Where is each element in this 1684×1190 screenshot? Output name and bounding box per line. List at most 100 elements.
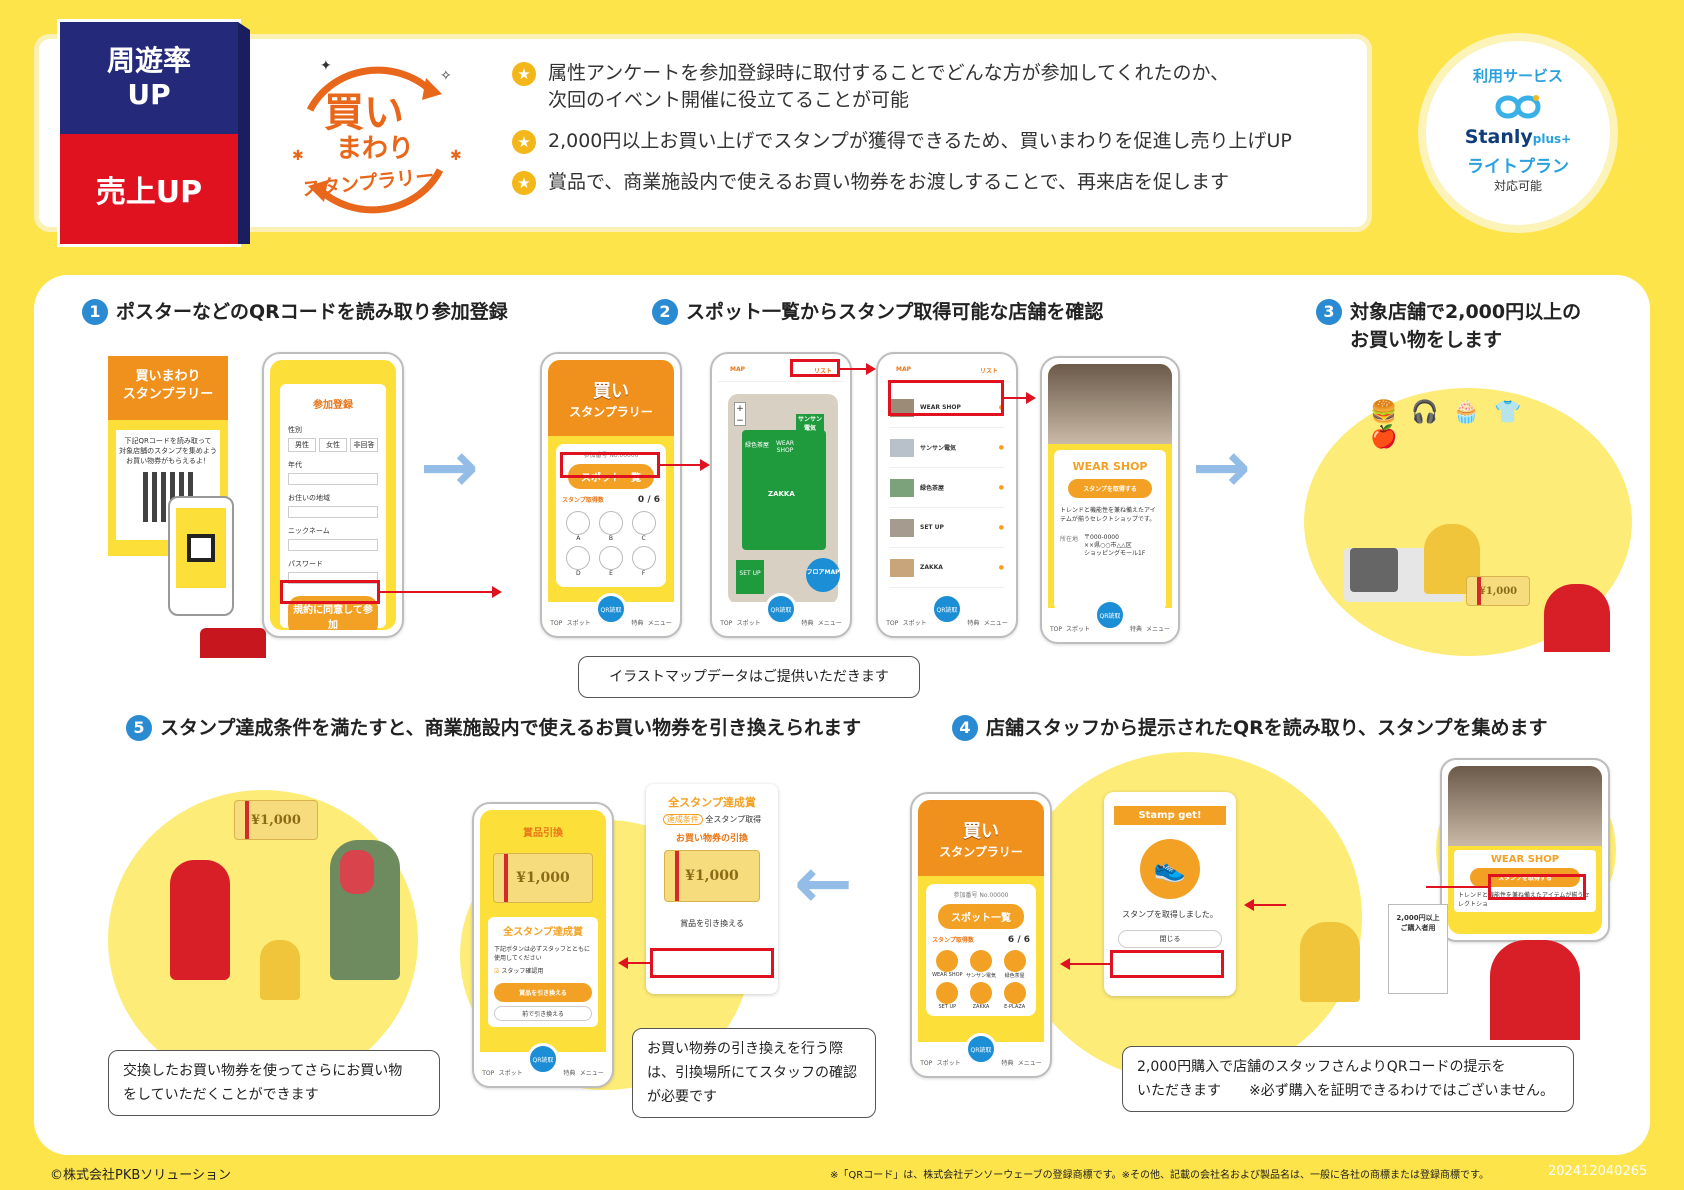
connector-arrow-icon (1060, 958, 1070, 970)
shop-detail-phone: WEAR SHOP スタンプを取得する トレンドと機能性を兼ね備えたアイテムが揃… (1040, 356, 1180, 644)
close-button[interactable]: 閉じる (1118, 930, 1222, 948)
star-icon: ★ (512, 62, 536, 86)
connector-arrow-icon (866, 363, 876, 375)
list-item[interactable]: サンサン電気● (890, 428, 1004, 468)
ticket-image: ¥1,000 (493, 853, 593, 903)
kpi-badge-top: 周遊率 UP (60, 22, 238, 134)
customer-figure (1490, 940, 1580, 1040)
stamp-slots: A B C D E F (562, 511, 660, 581)
staff-figure (1300, 922, 1360, 1002)
highlight-redeem (650, 948, 774, 978)
floor-map-button[interactable]: フロアMAP (806, 558, 840, 592)
tab-spot[interactable]: スポット (566, 620, 591, 627)
logo-line2: まわり (336, 134, 415, 164)
highlight-wear-shop (888, 380, 1004, 416)
illustration-map: +− サンサン電気 緑色茶屋 WEAR SHOP ZAKKA SET UP フロ… (728, 394, 840, 604)
ticket-image: ¥1,000 (664, 850, 760, 902)
child-figure (260, 940, 300, 1000)
connector-arrow-icon (700, 459, 710, 471)
customer-figure (1544, 584, 1610, 652)
gender-female-option[interactable]: 女性 (319, 438, 347, 452)
stamp-get-banner: Stamp get! (1114, 806, 1226, 825)
stamp-slot: サンサン電気 (966, 950, 997, 979)
tab-map[interactable]: MAP (730, 366, 746, 373)
svg-text:✦: ✦ (320, 58, 332, 74)
spot-list: WEAR SHOP● サンサン電気● 緑色茶屋● SET UP● ZAKKA● (884, 382, 1010, 594)
gender-none-option[interactable]: 非回答 (350, 438, 378, 452)
register-phone: 参加登録 性別 男性 女性 非回答 年代 お住いの地域 ニックネーム パスワード… (262, 352, 404, 638)
stamp-slot: ZAKKA (966, 982, 997, 1010)
connector-line (1004, 397, 1026, 399)
family-illustration (160, 820, 420, 1050)
trademark-note: ※「QRコード」は、株式会社デンソーウェーブの登録商標です。※その他、記載の会社… (830, 1170, 1489, 1181)
tab-qr-reader[interactable]: QR読取 (594, 593, 627, 625)
get-stamp-button[interactable]: スタンプを取得する (1470, 868, 1580, 887)
staff-check[interactable]: ☑ スタッフ確認用 (494, 968, 544, 975)
svg-text:✱: ✱ (292, 148, 304, 164)
list-item[interactable]: SET UP● (890, 508, 1004, 548)
doc-code: 202412040265 (1548, 1164, 1648, 1179)
back-button[interactable]: 前で引き換える (494, 1006, 592, 1021)
service-brand: Stanlyplus+ (1464, 126, 1572, 148)
map-phone: MAP リスト +− サンサン電気 緑色茶屋 WEAR SHOP ZAKKA S… (710, 352, 852, 638)
svg-text:✱: ✱ (450, 148, 462, 164)
connector-line (1254, 904, 1286, 906)
gender-male-option[interactable]: 男性 (288, 438, 316, 452)
connector-line (626, 962, 650, 964)
shop-card-phone: WEAR SHOP スタンプを取得する トレンドと機能性を兼ね備えたアイテムが揃… (1440, 758, 1610, 942)
area-select[interactable] (288, 506, 378, 518)
register-title: 参加登録 (313, 400, 353, 411)
tab-top[interactable]: TOP (550, 620, 563, 627)
poster-title: 買いまわり スタンプラリー (108, 356, 228, 420)
shop-photo (1048, 364, 1172, 444)
age-select[interactable] (288, 473, 378, 485)
highlight-list-tab (790, 359, 840, 377)
highlight-spot-list (560, 452, 660, 478)
highlight-close (1110, 950, 1224, 978)
list-item[interactable]: ZAKKA● (890, 548, 1004, 588)
stamp-slot: F (629, 546, 658, 577)
password-input[interactable] (288, 572, 378, 584)
redeem-prize-button[interactable]: 賞品を引き換える (680, 919, 744, 928)
logo-arrows-icon: ✦ ✧ ✱ ✱ (292, 58, 462, 214)
get-stamp-button[interactable]: スタンプを取得する (1068, 479, 1152, 498)
list-item[interactable]: 緑色茶屋● (890, 468, 1004, 508)
feature-bullet: ★賞品で、商業施設内で使えるお買い物券をお渡しすることで、再来店を促します (512, 169, 1372, 196)
stamp-slot: B (597, 511, 626, 542)
tab-tokuten[interactable]: 特典 (631, 620, 644, 627)
cash-bill: ¥1,000 (1466, 576, 1530, 606)
tab-list[interactable]: リスト (813, 368, 832, 375)
feature-bullet: ★2,000円以上お買い上げでスタンプが獲得できるため、買いまわりを促進し売り上… (512, 128, 1372, 155)
redeem-button[interactable]: 賞品を引き換える (494, 983, 592, 1002)
logo-line1: 買い (324, 90, 404, 136)
stamp-slot: C (629, 511, 658, 542)
feature-bullets: ★属性アンケートを参加登録時に取付することでどんな方が参加してくれたのか、 次回… (512, 60, 1372, 210)
kpi-badge: 周遊率 UP 売上UP (60, 22, 250, 244)
flow-arrow-left-icon: ← (794, 842, 853, 924)
floating-items: 🍔🎧🧁👕🍎 (1370, 400, 1536, 450)
ticket-image: ¥1,000 (234, 800, 318, 840)
shoe-stamp-icon: 👟 (1140, 839, 1200, 899)
tab-menu[interactable]: メニュー (647, 620, 672, 627)
connector-arrow-icon (618, 957, 628, 969)
stamp-get-card: Stamp get! 👟 スタンプを取得しました。 閉じる (1104, 792, 1236, 996)
zoom-controls[interactable]: +− (734, 402, 746, 426)
shop-name: WEAR SHOP (1072, 460, 1148, 473)
connector-line (380, 591, 492, 593)
exchange-note-bubble: お買い物券の引き換えを行う際 は、引換場所にてスタッフの確認 が必要です (632, 1028, 876, 1118)
flow-arrow-right-icon: → (1192, 426, 1251, 508)
spot-list-phone: MAP リスト WEAR SHOP● サンサン電気● 緑色茶屋● SET UP●… (876, 352, 1018, 638)
stamp-slot: A (564, 511, 593, 542)
service-label: 利用サービス (1472, 67, 1563, 85)
complete-card: 全スタンプ達成賞 達成条件 全スタンプ取得 お買い物券の引換 ¥1,000 賞品… (646, 784, 778, 994)
badge-fold (238, 22, 250, 244)
step4-note-bubble: 2,000円購入で店舗のスタッフさんよりQRコードの提示を いただきます ※必ず… (1122, 1046, 1574, 1112)
nickname-input[interactable] (288, 539, 378, 551)
star-icon: ★ (512, 171, 536, 195)
